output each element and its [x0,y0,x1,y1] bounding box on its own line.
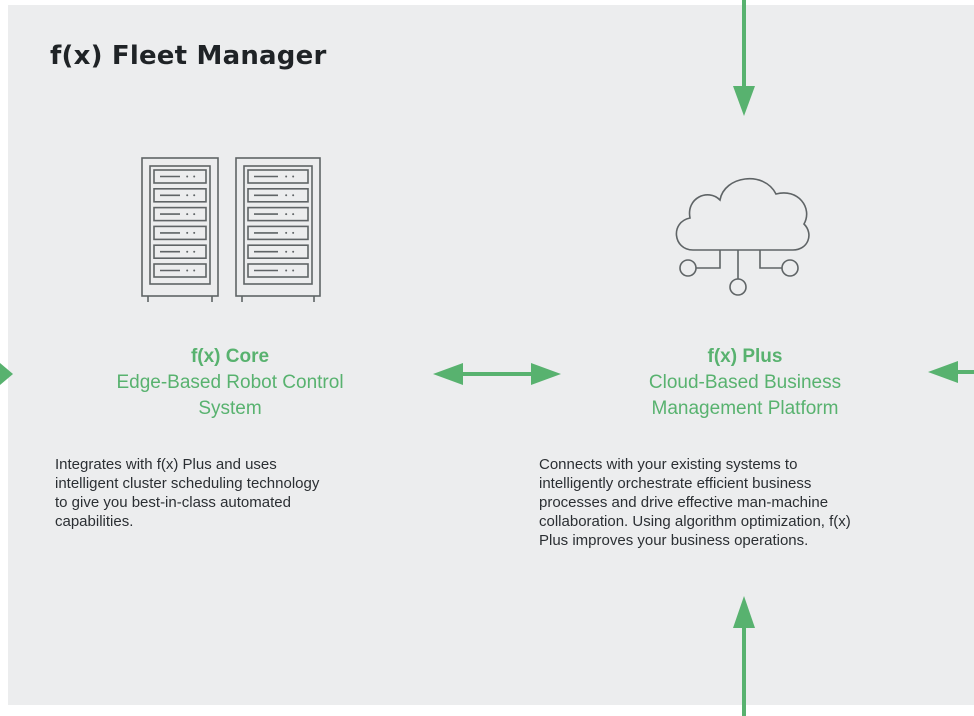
rack-unit-led [186,175,189,178]
arrow-top-down [733,0,755,116]
arrow-bottom-up [733,596,755,716]
rack-unit-led [193,250,196,253]
rack-unit-led [292,231,295,234]
diagram-panel [8,5,974,705]
plus-description-line: Plus improves your business operations. [539,532,809,549]
core-description-line: Integrates with f(x) Plus and uses [55,456,277,473]
rack-unit-led [285,231,288,234]
rack-unit [247,169,309,184]
rack-unit-led [193,269,196,272]
rack-unit [153,206,207,222]
plus-description-line: intelligently orchestrate efficient busi… [539,475,812,492]
plus-description-line: collaboration. Using algorithm optimizat… [539,513,851,530]
rack-unit [247,187,309,203]
core-name: f(x) Core [190,346,270,367]
plus-description-line: Connects with your existing systems to [539,456,798,473]
rack-unit-led [292,213,295,216]
rack-unit-led [186,231,189,234]
arrow-right-incoming [928,361,974,383]
rack-unit [247,225,309,241]
arrow-left-edge [0,363,13,385]
rack-unit-led [193,194,196,197]
rack-unit-led [285,269,288,272]
arrow-bidirectional [433,363,561,385]
core-description-line: intelligent cluster scheduling technolog… [55,475,320,492]
page-title: f(x) Fleet Manager [50,41,327,71]
rack-unit [247,206,309,222]
rack-unit-led [292,250,295,253]
plus-heading: f(x) Plus Cloud-Based Business Managemen… [575,344,915,422]
rack-unit-led [292,175,295,178]
rack-unit-led [285,175,288,178]
core-description-line: capabilities. [55,513,134,530]
plus-description: Connects with your existing systems to i… [539,455,919,550]
plus-subtitle-line2: Management Platform [651,398,839,419]
rack-unit [153,244,207,259]
rack-unit [153,225,207,241]
rack-unit-led [285,213,288,216]
rack-unit [247,263,309,278]
rack-unit-led [292,194,295,197]
rack-unit-led [186,213,189,216]
plus-description-line: processes and drive effective man-machin… [539,494,829,511]
rack-unit-led [193,175,196,178]
server-rack-icon [141,157,321,302]
cloud-network-icon [675,178,810,296]
plus-name: f(x) Plus [707,346,783,367]
core-heading: f(x) Core Edge-Based Robot Control Syste… [60,344,400,422]
rack-unit-led [186,194,189,197]
rack-unit [153,169,207,184]
rack-unit [153,187,207,203]
core-description: Integrates with f(x) Plus and uses intel… [55,455,415,531]
rack-unit-led [186,250,189,253]
rack-unit [153,263,207,278]
core-subtitle-line1: Edge-Based Robot Control [116,372,344,393]
plus-subtitle-line1: Cloud-Based Business [648,372,842,393]
core-description-line: to give you best-in-class automated [55,494,291,511]
core-subtitle-line2: System [198,398,262,419]
rack-unit-led [193,213,196,216]
rack-unit [247,244,309,259]
rack-unit-led [285,194,288,197]
rack-unit-led [193,231,196,234]
rack-unit-led [186,269,189,272]
rack-unit-led [285,250,288,253]
rack-unit-led [292,269,295,272]
